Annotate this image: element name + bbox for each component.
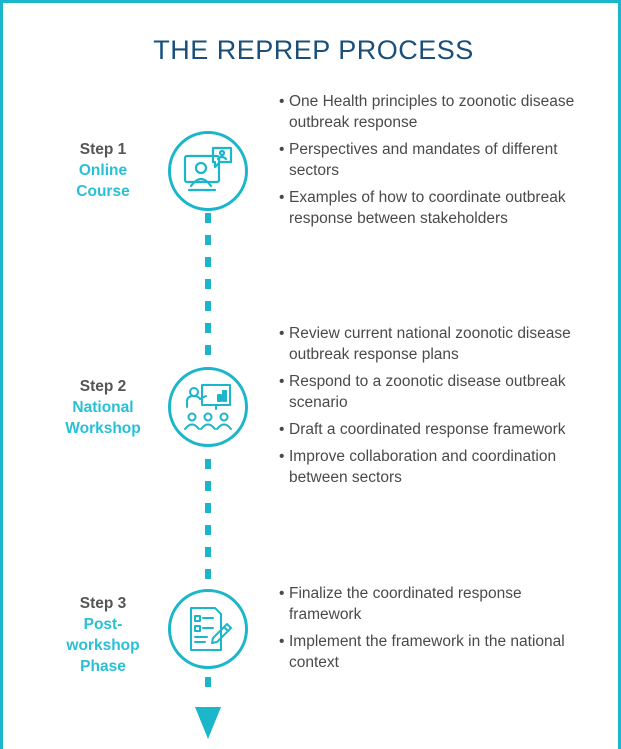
page-title: THE REPREP PROCESS bbox=[153, 35, 474, 65]
step-name-line: National bbox=[72, 399, 134, 416]
list-item: Implement the framework in the national … bbox=[279, 631, 589, 673]
step-2-icon-circle bbox=[168, 367, 248, 447]
step-number: Step 1 bbox=[79, 141, 127, 158]
step-1-bullets: One Health principles to zoonotic diseas… bbox=[279, 91, 589, 235]
step-3-icon-circle bbox=[168, 589, 248, 669]
list-item: Perspectives and mandates of different s… bbox=[279, 139, 589, 181]
list-item: One Health principles to zoonotic diseas… bbox=[279, 91, 589, 133]
connector-dashes bbox=[205, 213, 211, 367]
connector-dashes bbox=[205, 677, 211, 699]
step-name-line: Phase bbox=[80, 658, 126, 675]
step-1-label: Step 1 Online Course bbox=[43, 139, 163, 202]
step-2-bullets: Review current national zoonotic disease… bbox=[279, 323, 589, 494]
step-name-line: Post- bbox=[83, 616, 123, 633]
list-item: Review current national zoonotic disease… bbox=[279, 323, 589, 365]
list-item: Respond to a zoonotic disease outbreak s… bbox=[279, 371, 589, 413]
step-name-line: Online bbox=[78, 162, 128, 179]
document-edit-icon bbox=[190, 607, 232, 651]
step-number: Step 2 bbox=[79, 378, 127, 395]
step-number: Step 3 bbox=[79, 595, 127, 612]
workshop-presentation-icon bbox=[184, 384, 232, 430]
step-3-bullets: Finalize the coordinated response framew… bbox=[279, 583, 589, 679]
list-item: Finalize the coordinated response framew… bbox=[279, 583, 589, 625]
step-name-line: Workshop bbox=[65, 420, 141, 437]
step-1-icon-circle bbox=[168, 131, 248, 211]
list-item: Draft a coordinated response framework bbox=[279, 419, 589, 440]
down-arrow-icon bbox=[195, 707, 221, 739]
step-3-label: Step 3 Post- workshop Phase bbox=[43, 593, 163, 677]
list-item: Examples of how to coordinate outbreak r… bbox=[279, 187, 589, 229]
step-name-line: Course bbox=[76, 183, 130, 200]
list-item: Improve collaboration and coordination b… bbox=[279, 446, 589, 488]
step-2-label: Step 2 National Workshop bbox=[43, 376, 163, 439]
online-course-icon bbox=[183, 146, 233, 192]
step-name-line: workshop bbox=[66, 637, 140, 654]
